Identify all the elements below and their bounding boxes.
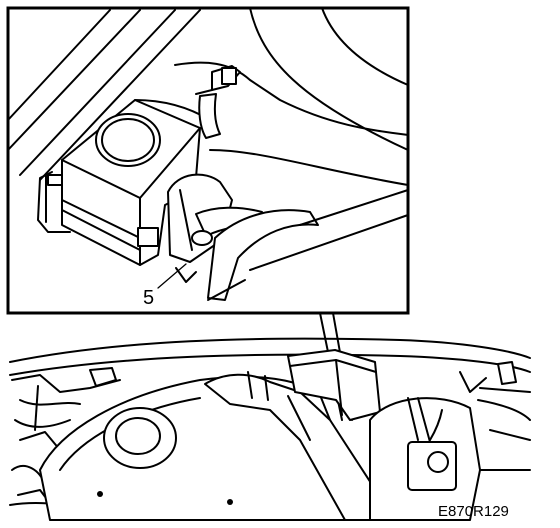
engine-bay-main: E870R129: [9, 337, 531, 521]
upper-hose: [134, 7, 409, 186]
intake-hose-main: [204, 371, 396, 521]
figure-code: E870R129: [438, 503, 509, 520]
mounting-bracket: [37, 171, 71, 233]
left-components: [9, 367, 121, 516]
callout-5: 5: [143, 263, 187, 309]
hose-clamp: [195, 65, 241, 139]
detail-inset: 5: [6, 6, 410, 315]
callout-number: 5: [143, 287, 154, 309]
lower-hose: [207, 189, 409, 301]
valve-main: [287, 349, 381, 421]
valve-housing: [61, 99, 201, 266]
right-components: [369, 361, 531, 521]
body-panel-lines: [7, 9, 201, 181]
